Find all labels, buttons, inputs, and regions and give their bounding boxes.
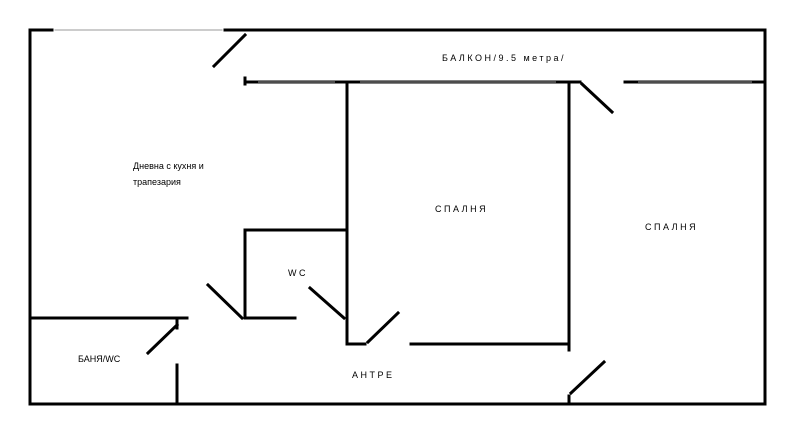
door-living-hall: [205, 282, 245, 321]
door-bedroom1: [365, 310, 401, 345]
bedroom1-label: СПАЛНЯ: [435, 204, 489, 214]
outer-wall: [28, 28, 767, 406]
door-wc: [307, 285, 347, 321]
door-balcony-living: [211, 32, 248, 69]
wc-label: WC: [288, 268, 308, 278]
door-bedroom2: [568, 359, 607, 396]
hall-label: АНТРЕ: [352, 370, 395, 380]
living-room-label: Дневна с кухня и трапезария: [133, 161, 204, 187]
balcony-label: БАЛКОН/9.5 метра/: [442, 53, 566, 63]
door-bathroom: [145, 322, 180, 356]
bedroom2-label: СПАЛНЯ: [645, 222, 699, 232]
bathroom-label: БАНЯ/WC: [78, 354, 121, 364]
door-balcony-bedroom: [579, 81, 615, 115]
